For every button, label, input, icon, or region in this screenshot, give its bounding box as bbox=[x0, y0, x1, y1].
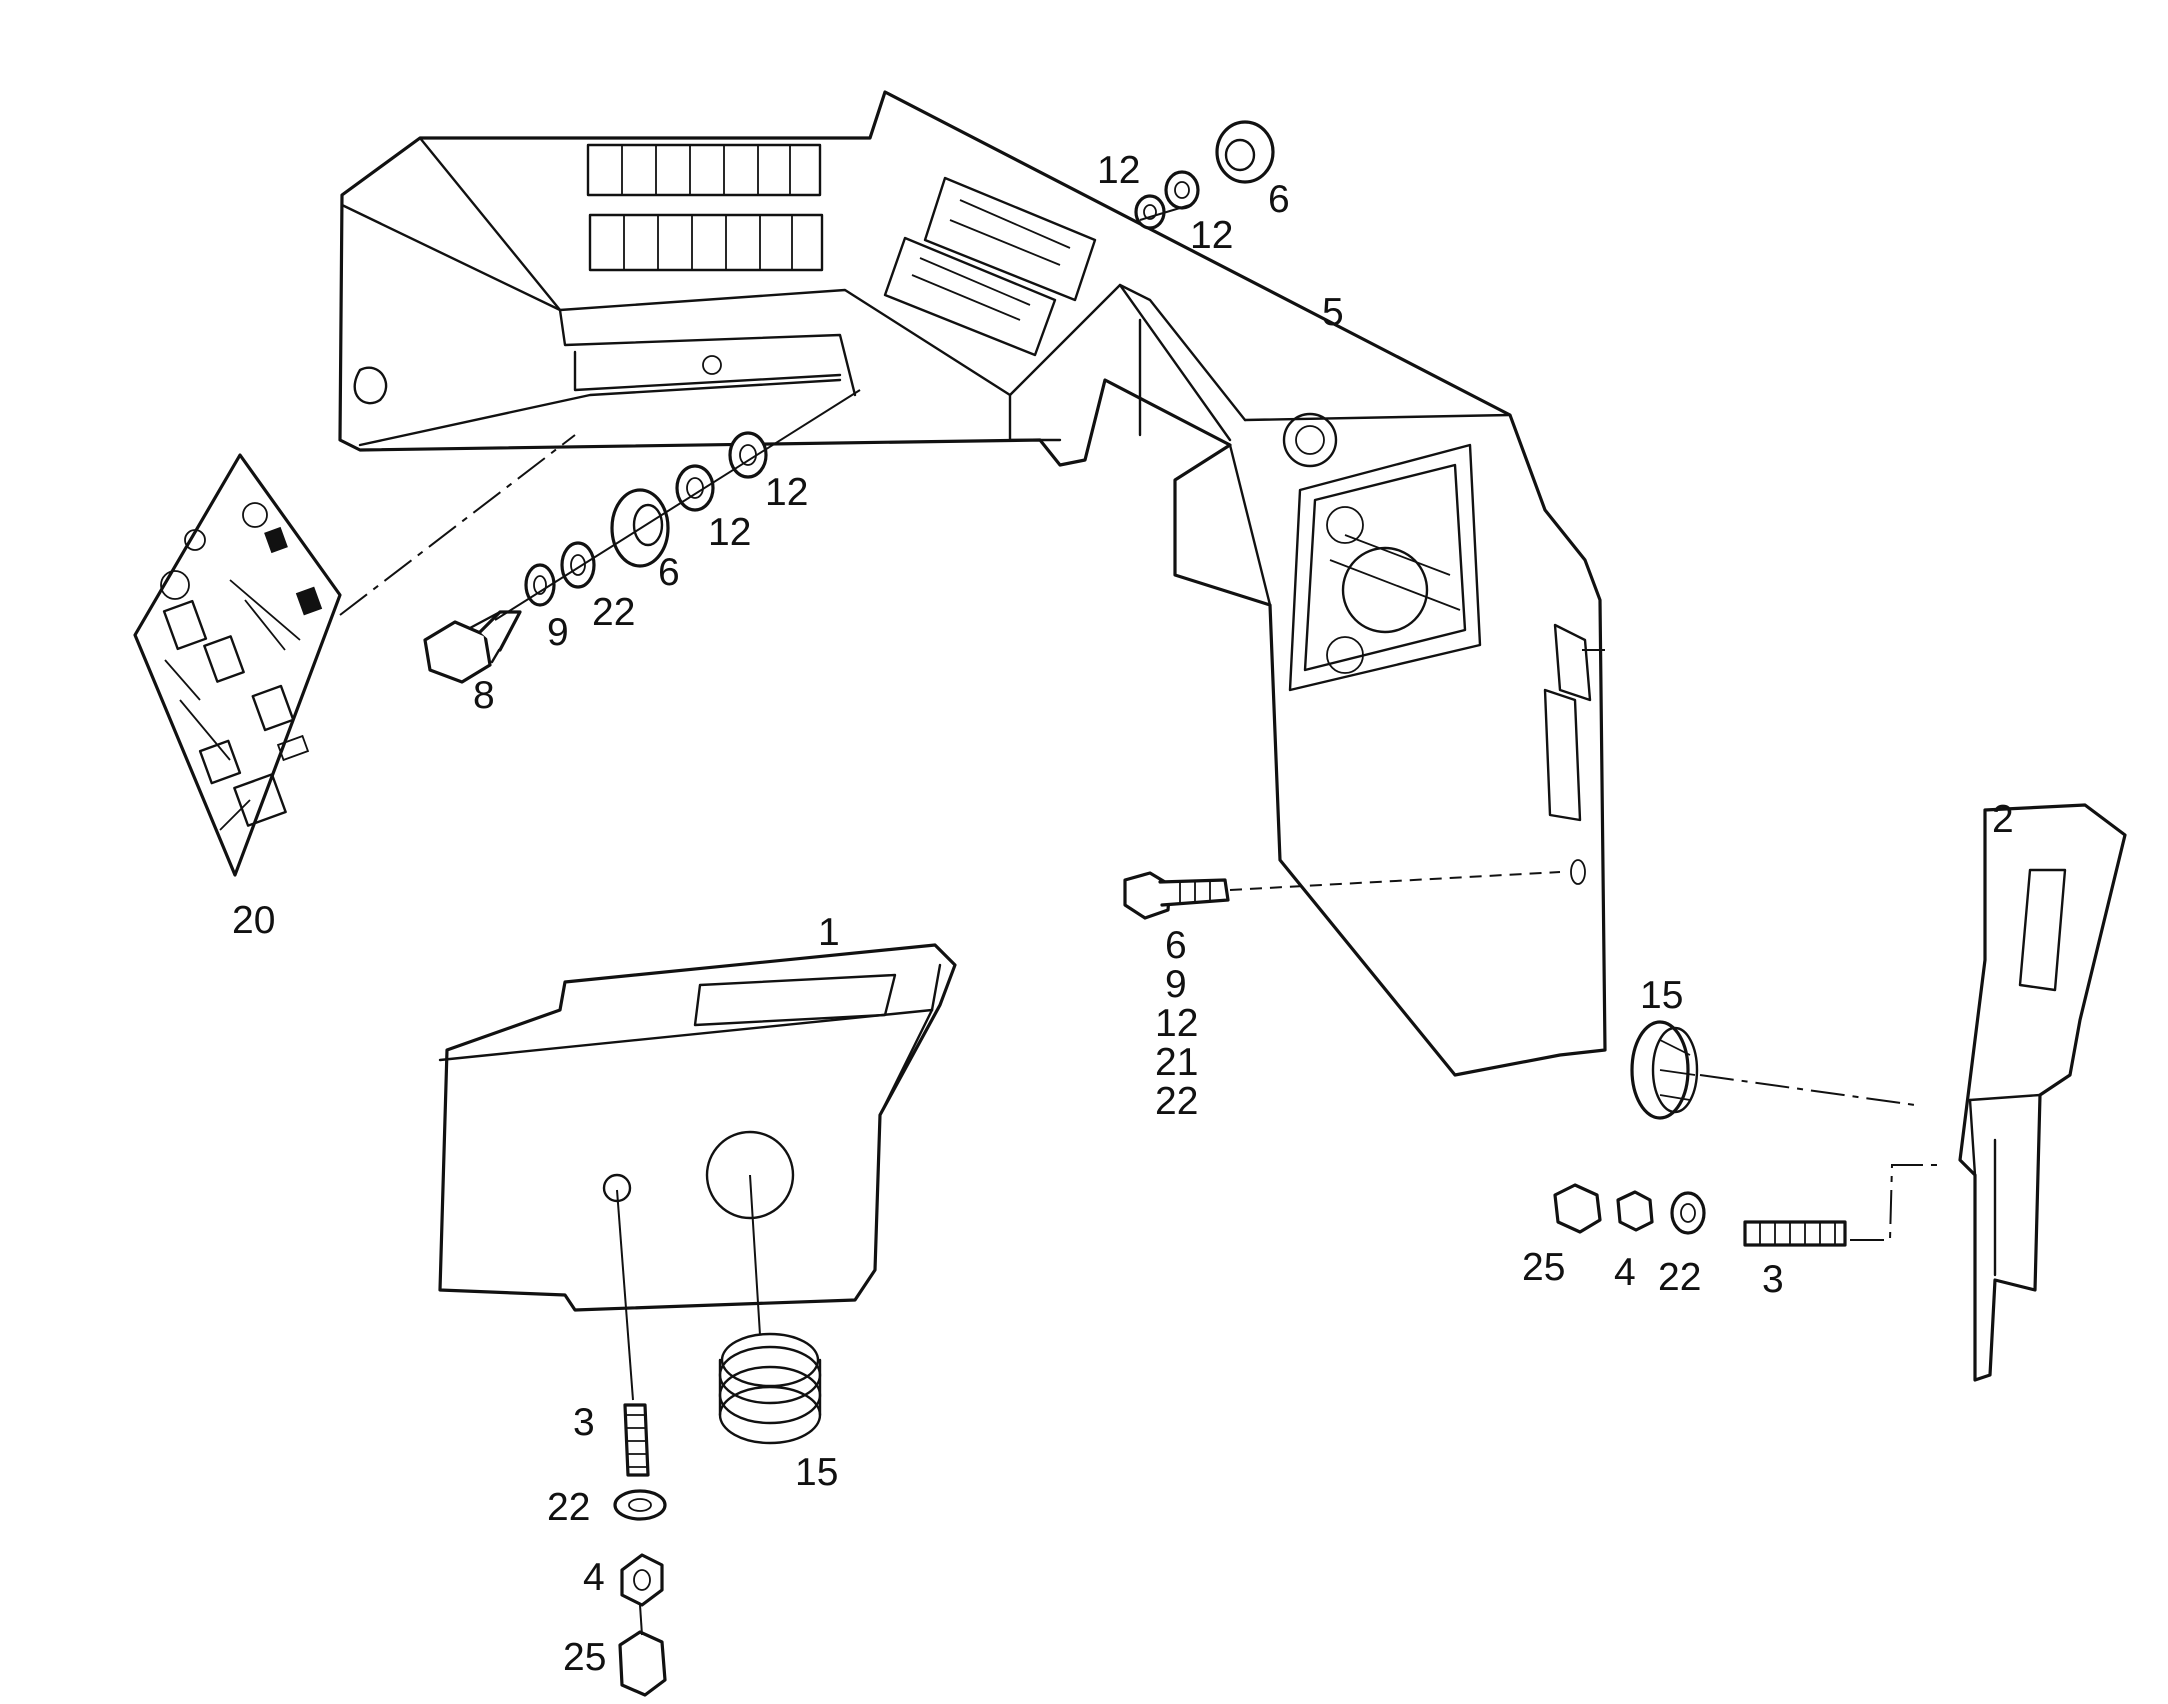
callout-stack-22: 22 bbox=[1155, 1080, 1198, 1123]
dashboard-housing bbox=[338, 90, 1607, 1077]
callout-4-lower: 4 bbox=[583, 1556, 605, 1599]
callout-22-right: 22 bbox=[1658, 1256, 1701, 1299]
hex-bolt-8 bbox=[423, 610, 522, 684]
assembly-lines bbox=[339, 204, 1940, 1636]
cover-slot bbox=[693, 973, 897, 1027]
callout-12-top-left: 12 bbox=[1097, 149, 1140, 192]
callout-2: 2 bbox=[1992, 798, 2014, 841]
callout-15-lower: 15 bbox=[795, 1451, 838, 1494]
callout-22-lower: 22 bbox=[547, 1486, 590, 1529]
callout-3-right: 3 bbox=[1762, 1258, 1784, 1301]
callout-25-lower: 25 bbox=[563, 1636, 606, 1679]
callout-25-right: 25 bbox=[1522, 1246, 1565, 1289]
fastener-stack-right bbox=[1553, 1183, 1847, 1247]
circuit-board bbox=[133, 453, 342, 877]
bracket-right bbox=[1958, 803, 2127, 1382]
display-panels bbox=[883, 176, 1097, 357]
callout-stack-12: 12 bbox=[1155, 1002, 1198, 1045]
grommet-15-lower bbox=[718, 1332, 822, 1445]
callout-12-mid: 12 bbox=[708, 511, 751, 554]
callout-4-right: 4 bbox=[1614, 1251, 1636, 1294]
grommet bbox=[1282, 412, 1338, 468]
grommet-15-right bbox=[1630, 1020, 1699, 1120]
side-bolt bbox=[1123, 871, 1230, 920]
callout-20: 20 bbox=[232, 899, 275, 942]
callout-5: 5 bbox=[1322, 291, 1344, 334]
callout-stack: 6 9 12 21 22 bbox=[1155, 924, 1198, 1123]
callout-9: 9 bbox=[547, 611, 569, 654]
callout-8: 8 bbox=[473, 674, 495, 717]
callout-1: 1 bbox=[818, 911, 840, 954]
bracket-slot bbox=[2018, 868, 2067, 992]
callout-labels: 1 2 3 3 4 4 5 6 6 8 9 12 12 12 12 15 15 … bbox=[232, 149, 2014, 1679]
cover-large-hole bbox=[705, 1130, 795, 1220]
washer-stack-upper-right bbox=[1134, 120, 1275, 230]
callout-12-top-right: 12 bbox=[1190, 214, 1233, 257]
callout-stack-6: 6 bbox=[1165, 924, 1187, 967]
instrument-cluster bbox=[1288, 443, 1482, 692]
washer-stack-top bbox=[524, 431, 768, 607]
callout-stack-21: 21 bbox=[1155, 1041, 1198, 1084]
callout-22-washer: 22 bbox=[592, 591, 635, 634]
callout-12-upper: 12 bbox=[765, 471, 808, 514]
fastener-stack-lower bbox=[613, 1403, 667, 1697]
cover-left bbox=[438, 943, 957, 1312]
callout-3-lower: 3 bbox=[573, 1401, 595, 1444]
key-socket bbox=[353, 366, 388, 405]
callout-6-top: 6 bbox=[1268, 178, 1290, 221]
callout-15-right: 15 bbox=[1640, 974, 1683, 1017]
callout-6-washer: 6 bbox=[658, 551, 680, 594]
callout-stack-9: 9 bbox=[1165, 963, 1187, 1006]
switch-bank bbox=[586, 143, 824, 272]
